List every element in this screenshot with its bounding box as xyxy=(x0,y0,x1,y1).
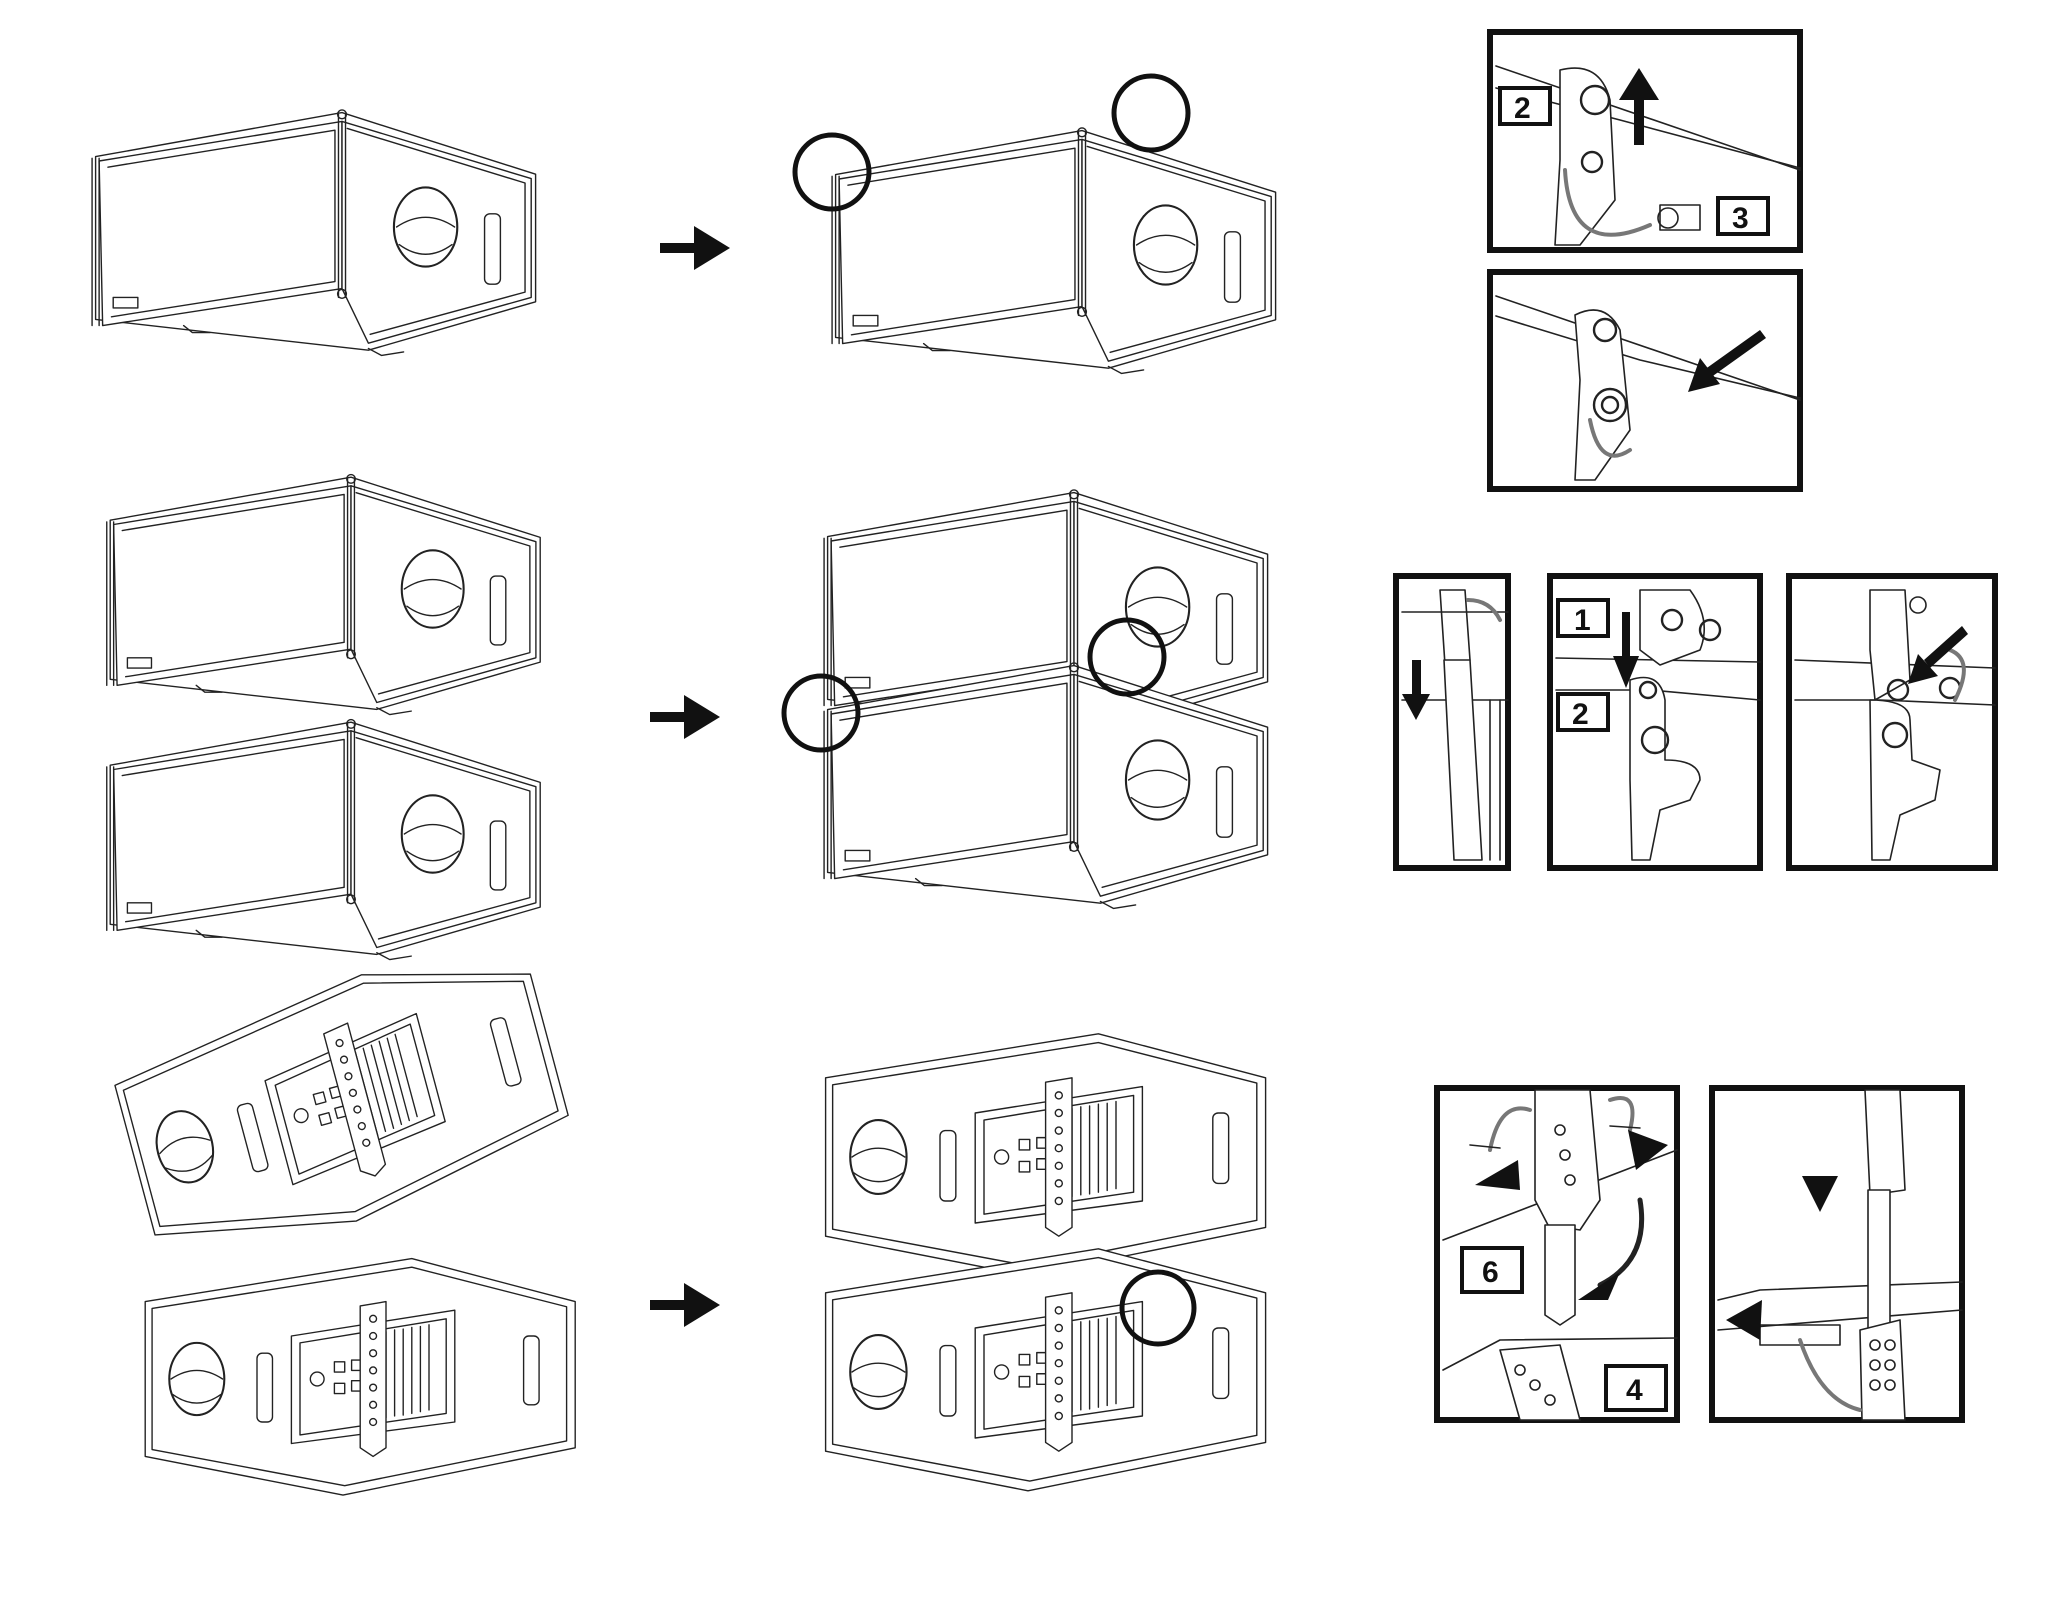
down-arrow-icon xyxy=(1802,1176,1838,1212)
detail-link-locked xyxy=(1786,573,1998,871)
up-arrow-icon xyxy=(1619,68,1659,145)
right-arrow-icon xyxy=(650,1283,720,1327)
detail-rear-link-swing: 6 4 xyxy=(1434,1085,1680,1423)
step-label: 1 xyxy=(1574,604,1591,637)
step-label: 3 xyxy=(1732,202,1749,235)
detail-link-side xyxy=(1393,573,1511,871)
step-label: 2 xyxy=(1514,92,1531,125)
row-2-cabinets-after xyxy=(823,488,1269,910)
step-label: 4 xyxy=(1626,1374,1643,1407)
detail-pin-inserted xyxy=(1487,269,1803,492)
diagonal-arrow-icon xyxy=(1688,330,1766,392)
right-arrow-icon xyxy=(650,695,720,739)
diagonal-arrow-icon xyxy=(1475,1130,1668,1300)
row-1-cabinet-after xyxy=(831,126,1277,375)
highlight-circle xyxy=(1087,617,1167,697)
row-3-cabinets-before xyxy=(102,931,582,1497)
row-2-cabinets-before xyxy=(105,473,542,961)
detail-rear-link-locked xyxy=(1709,1085,1965,1423)
detail-pin-release: 2 3 xyxy=(1487,29,1803,253)
detail-link-lower: 1 2 xyxy=(1547,573,1763,871)
highlight-circle xyxy=(1119,1269,1197,1347)
row-1-cabinet-before xyxy=(91,108,537,357)
right-arrow-icon xyxy=(1726,1300,1762,1340)
highlight-circle xyxy=(781,673,861,753)
right-arrow-icon xyxy=(660,226,730,270)
down-arrow-icon xyxy=(1613,612,1639,688)
down-arrow-icon xyxy=(1402,660,1430,720)
highlight-circle xyxy=(792,132,872,212)
step-label: 2 xyxy=(1572,698,1589,731)
row-3-cabinets-after xyxy=(824,1032,1267,1492)
step-label: 6 xyxy=(1482,1256,1499,1289)
highlight-circle xyxy=(1111,73,1191,153)
diagonal-arrow-icon xyxy=(1908,626,1968,684)
